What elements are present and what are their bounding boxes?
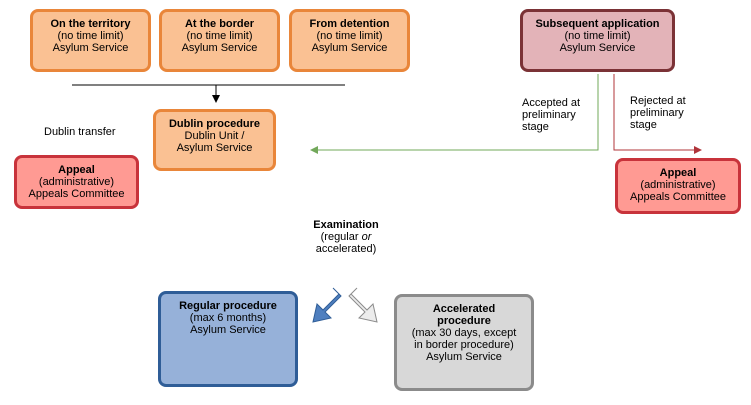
accelerated-line3: Asylum Service [426,351,502,363]
rejected-label: Rejected at preliminary stage [630,95,686,131]
subsequent-application-box: Subsequent application (no time limit) A… [520,9,675,72]
from-detention-line1: (no time limit) [316,30,383,42]
at-border-title: At the border [184,18,255,30]
appeal-left-title: Appeal [58,164,95,176]
at-border-line2: Asylum Service [181,42,258,54]
accepted-arrow [310,74,599,154]
rejected-line2: preliminary [630,107,684,119]
regular-block-arrow [312,287,342,323]
accelerated-procedure-box: Accelerated procedure (max 30 days, exce… [394,294,534,391]
on-territory-title: On the territory [50,18,131,30]
on-territory-box: On the territory (no time limit) Asylum … [30,9,151,72]
subsequent-line1: (no time limit) [564,30,631,42]
examination-line1: (regular or [320,231,372,243]
accepted-line2: preliminary [522,109,576,121]
from-detention-title: From detention [309,18,390,30]
regular-line2: Asylum Service [190,324,266,336]
subsequent-title: Subsequent application [535,18,660,30]
dublin-procedure-box: Dublin procedure Dublin Unit / Asylum Se… [153,109,276,171]
at-border-line1: (no time limit) [186,30,253,42]
appeal-left-line2: Appeals Committee [28,188,125,200]
accelerated-line1: (max 30 days, except [411,327,517,339]
accelerated-line2: in border procedure) [414,339,514,351]
rejected-line3: stage [630,119,657,131]
appeal-right-box: Appeal (administrative) Appeals Committe… [615,158,741,214]
accelerated-title1: Accelerated [432,303,496,315]
appeal-left-box: Appeal (administrative) Appeals Committe… [14,155,139,209]
subsequent-line2: Asylum Service [559,42,636,54]
examination-label: Examination (regular or accelerated) [296,219,396,255]
accepted-line1: Accepted at [522,97,581,109]
accepted-line3: stage [522,121,549,133]
at-border-box: At the border (no time limit) Asylum Ser… [159,9,280,72]
appeal-right-title: Appeal [659,167,697,179]
accepted-label: Accepted at preliminary stage [522,97,580,133]
examination-title: Examination [313,219,379,231]
appeal-right-line2: Appeals Committee [630,191,726,203]
appeal-left-line1: (administrative) [38,176,115,188]
dublin-title: Dublin procedure [168,118,261,130]
appeal-right-line1: (administrative) [640,179,716,191]
rejected-line1: Rejected at [630,95,686,107]
examination-line2: accelerated) [315,243,377,255]
dublin-line1: Dublin Unit / [184,130,245,142]
accelerated-title2: procedure [437,315,491,327]
on-territory-line1: (no time limit) [57,30,124,42]
dublin-transfer-label: Dublin transfer [44,126,116,138]
on-territory-line2: Asylum Service [52,42,129,54]
regular-procedure-box: Regular procedure (max 6 months) Asylum … [158,291,298,387]
from-detention-line2: Asylum Service [311,42,388,54]
dublin-line2: Asylum Service [176,142,253,154]
from-detention-box: From detention (no time limit) Asylum Se… [289,9,410,72]
accelerated-block-arrow [348,287,378,323]
regular-line1: (max 6 months) [189,312,267,324]
regular-title: Regular procedure [179,300,277,312]
rejected-arrow [613,74,702,154]
